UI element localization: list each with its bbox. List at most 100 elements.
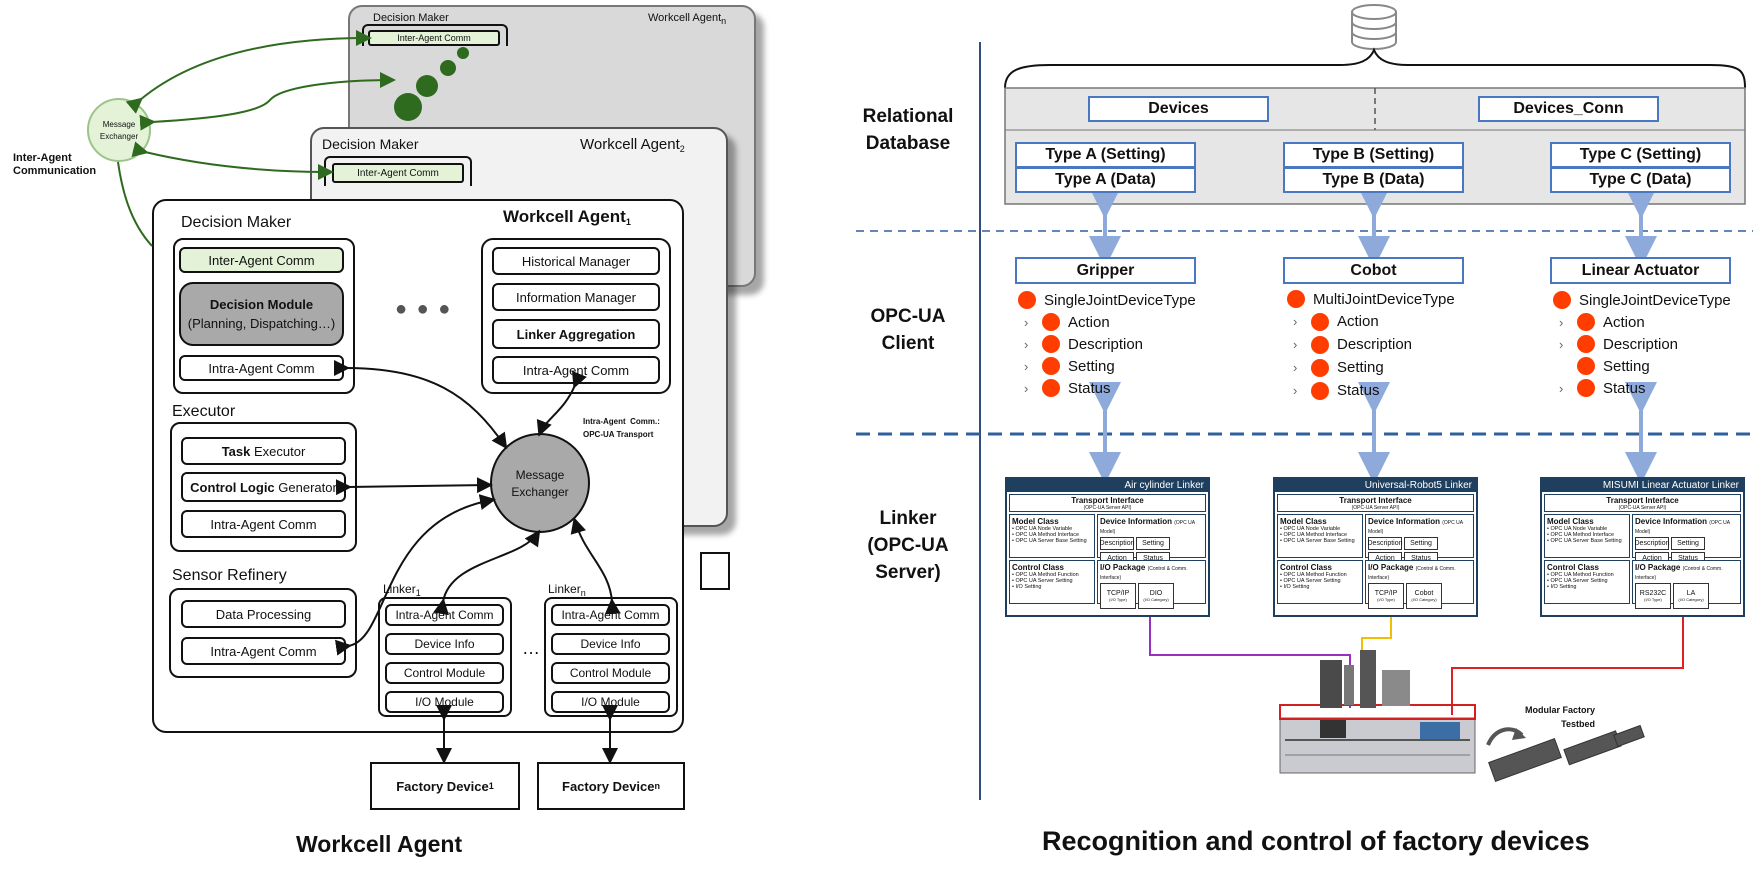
information-manager-box[interactable]: Information Manager	[492, 283, 660, 311]
misumi-io-category[interactable]: LA(I/O Category)	[1673, 583, 1709, 609]
ur5-io-package: I/O Package (Control & Comm. Interface) …	[1365, 560, 1474, 609]
agent-n-decision-maker-label: Decision Maker	[373, 12, 449, 24]
gripper-setting-node: ›Setting	[1024, 357, 1115, 375]
agent-2-side-box	[700, 552, 730, 590]
cobot-node[interactable]: Cobot	[1283, 257, 1464, 284]
ur5-control-class: Control Class • OPC UA Method Function •…	[1277, 560, 1363, 604]
air-io-type[interactable]: TCP/IP(I/O Type)	[1100, 583, 1136, 609]
misumi-device-information: Device Information (OPC UA Model) Descri…	[1632, 514, 1741, 565]
ur5-io-category[interactable]: Cobot(I/O Category)	[1406, 583, 1442, 609]
misumi-cell-description[interactable]: Description	[1635, 537, 1670, 550]
type-b-setting-table[interactable]: Type B (Setting)	[1283, 142, 1464, 168]
universal-robot5-linker[interactable]: Universal-Robot5 Linker Transport Interf…	[1273, 477, 1478, 617]
gripper-node[interactable]: Gripper	[1015, 257, 1196, 284]
ur5-cell-description[interactable]: Description	[1368, 537, 1403, 550]
linear-type-node: SingleJointDeviceType	[1553, 289, 1731, 311]
ur5-io-type[interactable]: TCP/IP(I/O Type)	[1368, 583, 1404, 609]
bubble-tiny	[457, 47, 469, 59]
gripper-type-node: SingleJointDeviceType	[1018, 289, 1196, 311]
type-a-data-table[interactable]: Type A (Data)	[1015, 167, 1196, 193]
gripper-description-node: ›Description	[1024, 335, 1144, 353]
inter-agent-comm-box[interactable]: Inter-Agent Comm	[179, 247, 344, 273]
gripper-action-node: ›Action	[1024, 313, 1110, 331]
message-exchanger-line-2: Exchanger	[511, 484, 569, 499]
agent-2-title: Workcell Agent2	[580, 136, 685, 154]
misumi-control-class: Control Class • OPC UA Method Function •…	[1544, 560, 1630, 604]
executor-intra-agent-comm-box[interactable]: Intra-Agent Comm	[181, 510, 346, 538]
transport-note: Intra-Agent Comm.: OPC-UA Transport	[583, 417, 660, 439]
misumi-linear-actuator-linker[interactable]: MISUMI Linear Actuator Linker Transport …	[1540, 477, 1745, 617]
database-icon	[1351, 4, 1397, 50]
misumi-io-type[interactable]: RS232C(I/O Type)	[1635, 583, 1671, 609]
agent-1-title: Workcell Agent1	[503, 207, 631, 227]
air-io-category[interactable]: DIO(I/O Category)	[1138, 583, 1174, 609]
green-arrow-to-bubbles	[139, 72, 396, 131]
linker-1-control-module[interactable]: Control Module	[385, 662, 504, 684]
linker-n-io-module[interactable]: I/O Module	[551, 691, 670, 713]
ur5-model-class: Model Class • OPC UA Node Variable • OPC…	[1277, 514, 1363, 558]
green-line-to-agent-1	[117, 161, 153, 247]
misumi-model-class: Model Class • OPC UA Node Variable • OPC…	[1544, 514, 1630, 558]
gripper-status-node: ›Status	[1024, 379, 1111, 397]
air-model-class: Model Class • OPC UA Node Variable • OPC…	[1009, 514, 1095, 558]
linear-status-node: ›Status	[1559, 379, 1646, 397]
linear-setting-node: ›Setting	[1553, 355, 1731, 377]
devices-table[interactable]: Devices	[1088, 96, 1269, 122]
decision-module-subtitle: (Planning, Dispatching…)	[187, 316, 336, 331]
linker-aggregation-box[interactable]: Linker Aggregation	[492, 319, 660, 349]
sensor-refinery-label: Sensor Refinery	[172, 567, 287, 584]
arrow-sensor-to-exchanger	[334, 494, 496, 656]
database-brace	[1004, 47, 1746, 89]
linker-n-control-module[interactable]: Control Module	[551, 662, 670, 684]
linear-description-node: ›Description	[1559, 335, 1679, 353]
testbed-illustration	[1279, 650, 1645, 783]
executor-label: Executor	[172, 403, 236, 420]
control-logic-generator-box[interactable]: Control Logic Generator	[181, 472, 346, 502]
data-processing-box[interactable]: Data Processing	[181, 600, 346, 628]
type-c-setting-table[interactable]: Type C (Setting)	[1550, 142, 1731, 168]
air-cell-description[interactable]: Description	[1100, 537, 1135, 550]
type-c-data-table[interactable]: Type C (Data)	[1550, 167, 1731, 193]
arrow-info-to-exchanger	[536, 370, 587, 437]
cobot-setting-node: ›Setting	[1293, 358, 1384, 377]
testbed-label: Modular Factory Testbed	[1525, 705, 1596, 729]
task-executor-box[interactable]: Task Executor	[181, 437, 346, 465]
historical-manager-box[interactable]: Historical Manager	[492, 247, 660, 275]
type-a-setting-table[interactable]: Type A (Setting)	[1015, 142, 1196, 168]
linker-ellipsis: …	[522, 638, 540, 658]
left-connectors	[117, 30, 621, 764]
agent-n-inter-agent-comm[interactable]: Inter-Agent Comm	[368, 30, 500, 46]
air-transport-interface: Transport Interface(OPC-UA Server API)	[1009, 494, 1206, 512]
ellipsis-dots: ● ● ●	[395, 298, 453, 320]
decision-module-box[interactable]: Decision Module (Planning, Dispatching…)	[179, 282, 344, 346]
cobot-tree: MultiJointDeviceType ›Action ›Descriptio…	[1287, 288, 1455, 402]
left-caption: Workcell Agent	[296, 831, 463, 857]
decision-module-title: Decision Module	[209, 297, 314, 312]
misumi-cell-setting[interactable]: Setting	[1671, 537, 1705, 550]
wire-red	[1451, 617, 1684, 715]
type-b-data-table[interactable]: Type B (Data)	[1283, 167, 1464, 193]
dm-intra-agent-comm-box[interactable]: Intra-Agent Comm	[179, 355, 344, 381]
devices-conn-table[interactable]: Devices_Conn	[1478, 96, 1659, 122]
air-cylinder-linker[interactable]: Air cylinder Linker Transport Interface(…	[1005, 477, 1210, 617]
arrow-linkern-to-exchanger	[570, 517, 621, 615]
misumi-linker-title: MISUMI Linear Actuator Linker	[1542, 479, 1743, 492]
green-arrow-to-agent-2	[131, 141, 334, 180]
linear-actuator-node[interactable]: Linear Actuator	[1550, 257, 1731, 284]
agent-n-title: Workcell Agentn	[648, 12, 727, 26]
ur5-cell-setting[interactable]: Setting	[1404, 537, 1438, 550]
arrow-linker1-to-exchanger	[433, 529, 541, 616]
air-cell-setting[interactable]: Setting	[1136, 537, 1170, 550]
cobot-type-node: MultiJointDeviceType	[1287, 288, 1455, 310]
ur5-linker-title: Universal-Robot5 Linker	[1275, 479, 1476, 492]
arrow-executor-to-exchanger	[335, 477, 493, 496]
linear-action-node: ›Action	[1559, 313, 1645, 331]
top-exchanger-line-2: Exchanger	[99, 131, 139, 141]
air-control-class: Control Class • OPC UA Method Function •…	[1009, 560, 1095, 604]
arrow-dm-to-exchanger	[333, 359, 508, 450]
right-caption: Recognition and control of factory devic…	[1042, 826, 1590, 856]
linker-n-device-info[interactable]: Device Info	[551, 633, 670, 655]
bubble-large	[394, 93, 422, 121]
